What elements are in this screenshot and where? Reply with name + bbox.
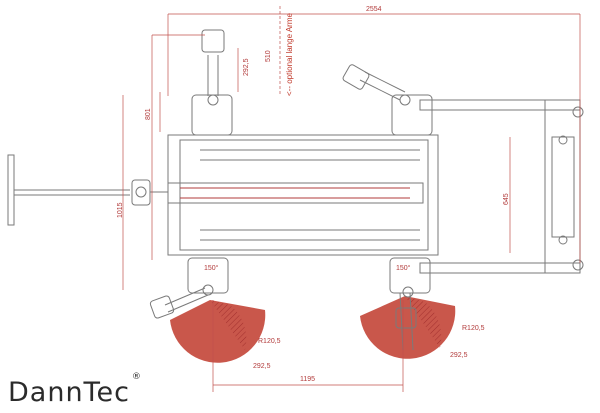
brand-name: DannTec — [8, 377, 130, 408]
dim-side-width: 1015 — [117, 202, 124, 218]
note-optional-long-arms: <-- optional lange Arme — [285, 13, 294, 96]
dim-radius-right: R120,5 — [462, 325, 485, 332]
dim-rear-width: 645 — [503, 193, 510, 205]
dim-arm-left-bottom: 292,5 — [253, 363, 271, 370]
swing-zone-left — [170, 300, 266, 363]
dim-radius-left: R120,5 — [258, 338, 281, 345]
danntec-logo: DannTec® — [8, 372, 141, 408]
lift-body — [7, 29, 584, 351]
dim-optional-arm-offset: 510 — [265, 50, 272, 62]
registered-mark: ® — [131, 372, 142, 382]
dim-angle-left: 150° — [204, 264, 219, 272]
dim-overall-length: 2554 — [366, 6, 382, 13]
dim-arm-right-bottom: 292,5 — [450, 352, 468, 359]
dimension-lines — [122, 6, 581, 392]
dim-angle-right: 150° — [396, 264, 411, 272]
dim-lift-length-left: 801 — [145, 108, 152, 120]
swing-zone-right — [360, 296, 456, 359]
dim-arm-height-top: 292,5 — [243, 58, 250, 76]
dim-wheelbase-bottom: 1195 — [300, 376, 315, 383]
